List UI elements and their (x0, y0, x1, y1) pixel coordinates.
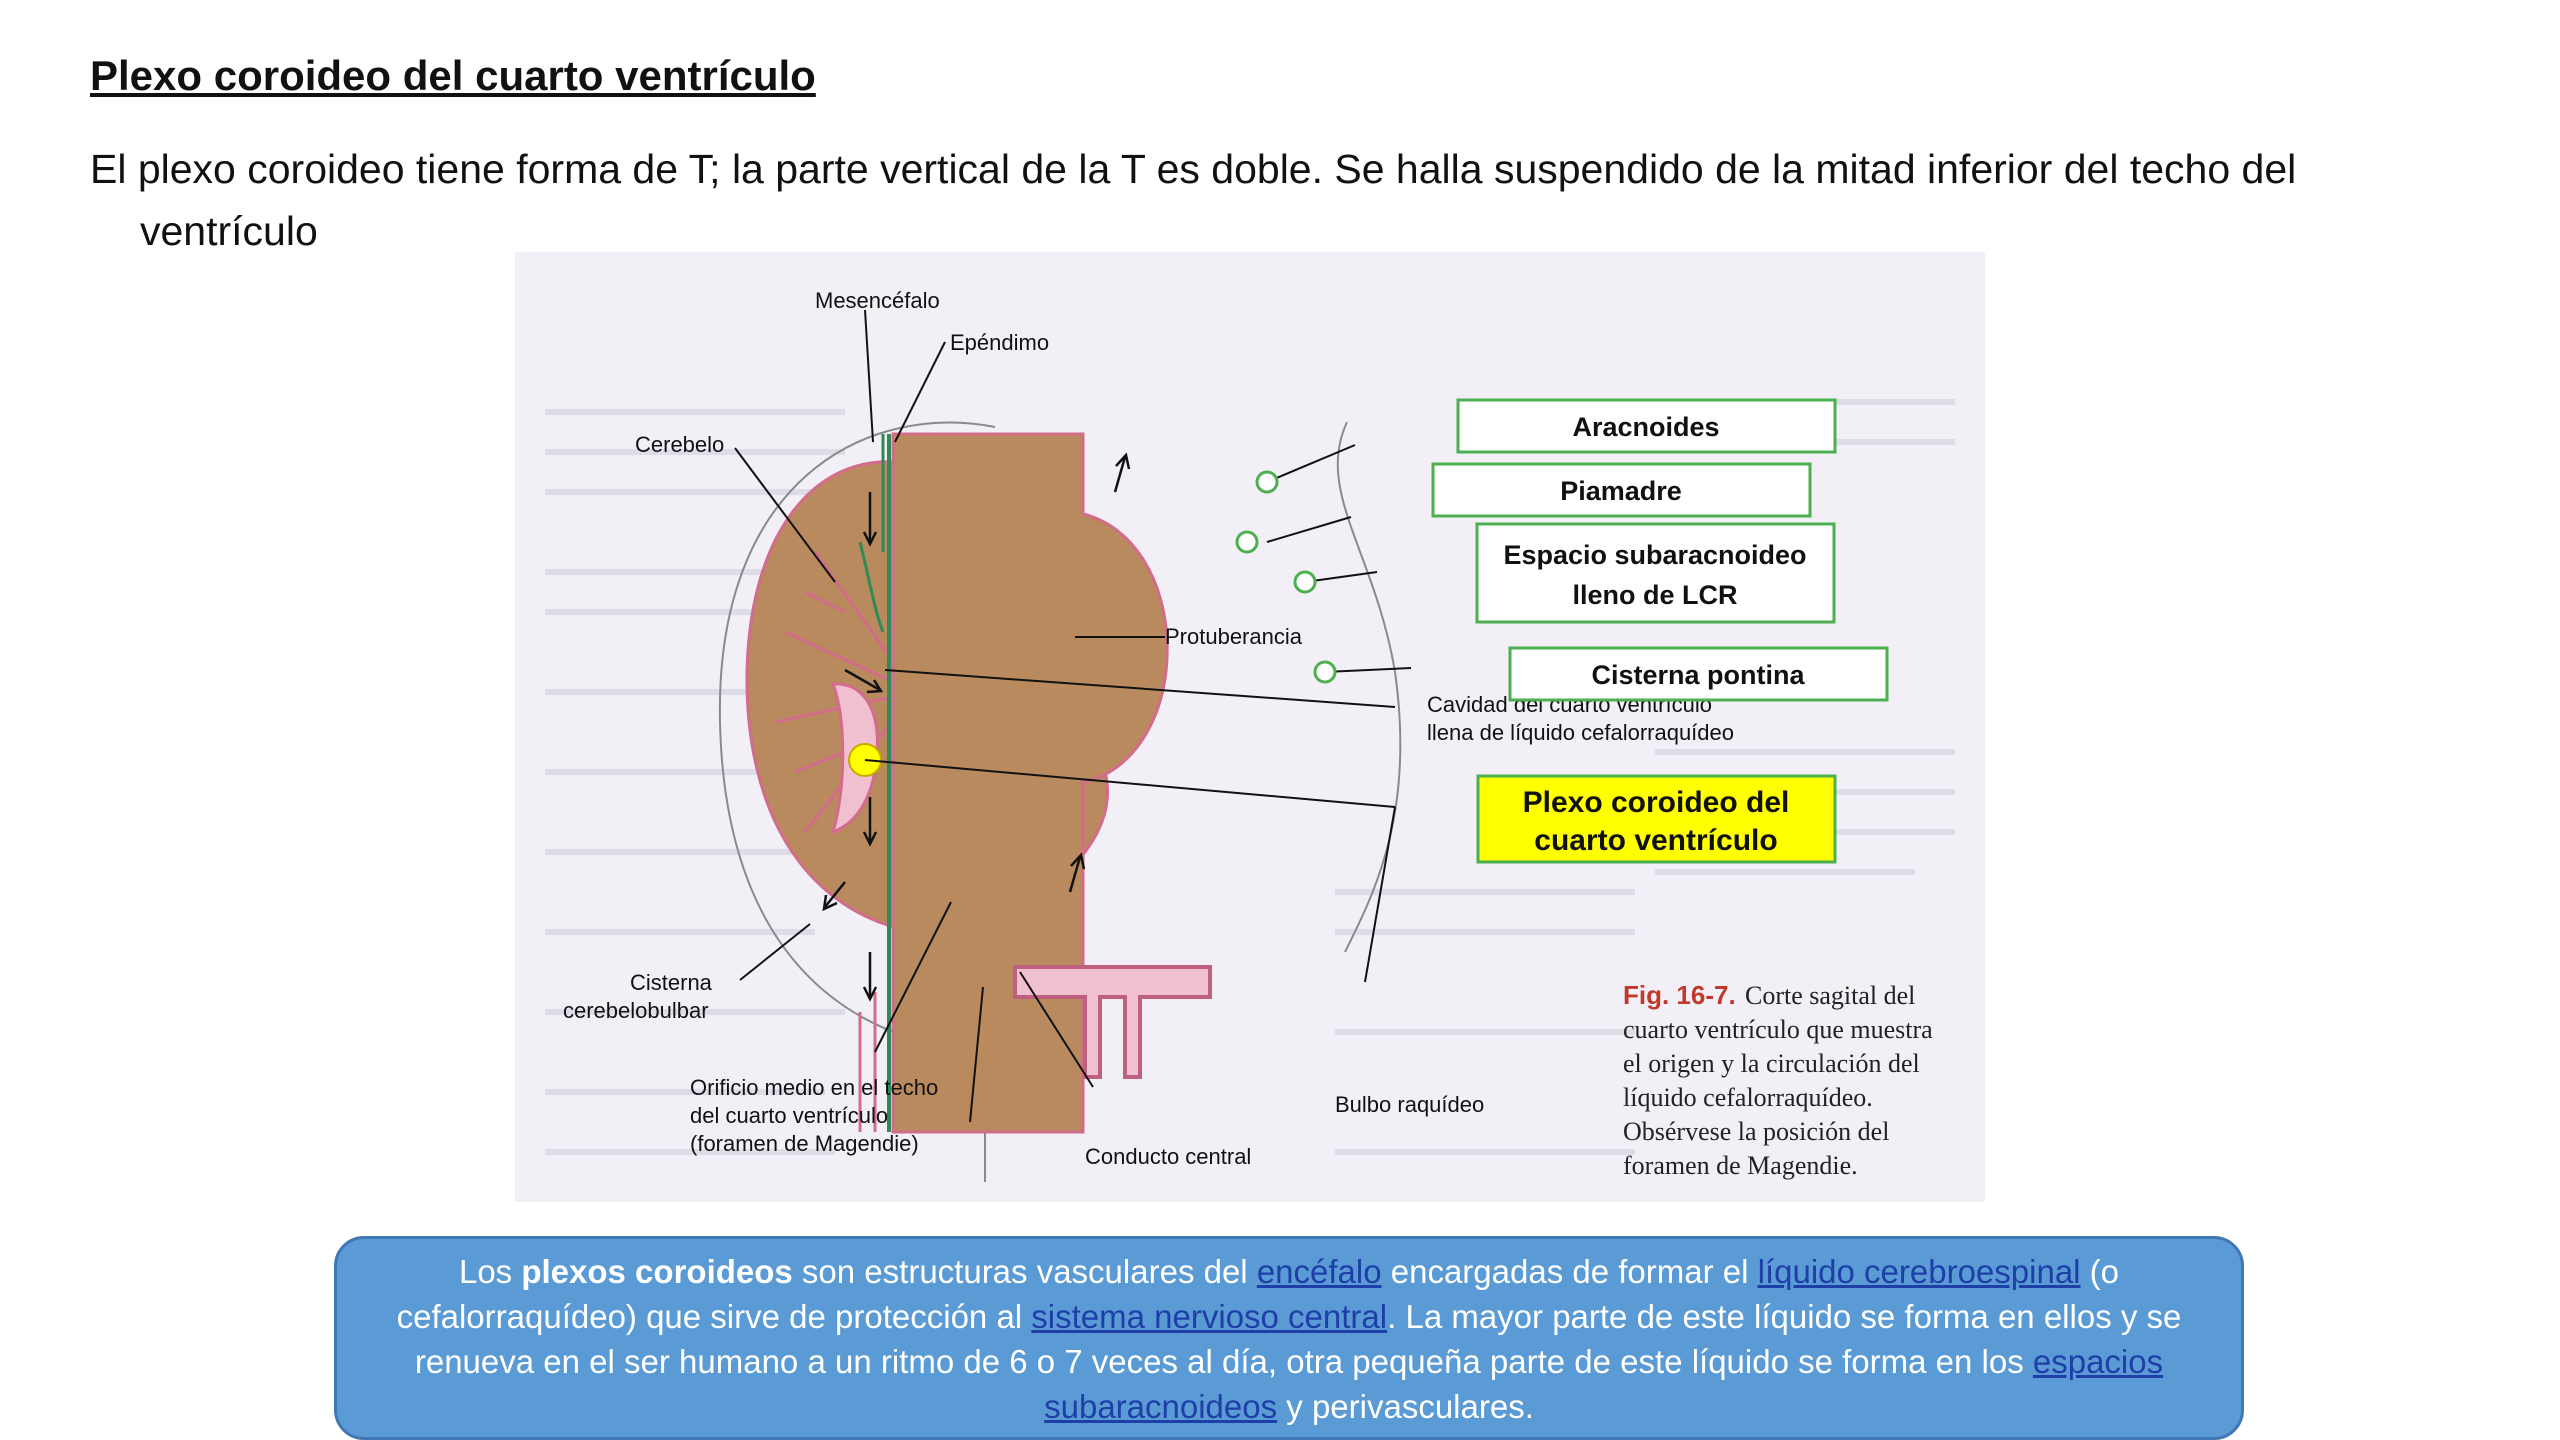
slide-intro: El plexo coroideo tiene forma de T; la p… (90, 146, 2297, 254)
link-sistema-nervioso-central[interactable]: sistema nervioso central (1031, 1298, 1388, 1335)
link-encefalo[interactable]: encéfalo (1256, 1253, 1382, 1290)
box-cisterna-text: Cisterna pontina (1591, 660, 1805, 690)
box-espacio-subaracnoideo: Espacio subaracnoideo lleno de LCR (1475, 522, 1836, 624)
caption-line-3: el origen y la circulación del (1623, 1049, 1920, 1078)
callout-text-5: . La mayor parte de este líquido se form… (414, 1298, 2182, 1380)
box-plexo-text-2: cuarto ventrículo (1534, 824, 1777, 857)
label-bulbo: Bulbo raquídeo (1335, 1092, 1484, 1117)
caption-line-1: Corte sagital del (1745, 981, 1915, 1010)
link-liquido-cerebroespinal[interactable]: líquido cerebroespinal (1757, 1253, 2081, 1290)
label-cavidad-2: llena de líquido cefalorraquídeo (1427, 720, 1734, 745)
caption-fig-number: Fig. 16-7. (1623, 980, 1736, 1010)
box-plexo-text-1: Plexo coroideo del (1523, 786, 1790, 819)
caption-line-6: foramen de Magendie. (1623, 1151, 1858, 1180)
label-orificio-2: del cuarto ventrículo (690, 1103, 888, 1128)
caption-line-4: líquido cefalorraquídeo. (1623, 1083, 1873, 1112)
t-shaped-plexus (1013, 965, 1212, 1079)
label-orificio-3: (foramen de Magendie) (690, 1131, 919, 1156)
callout-text-4: (o cefalorraquídeo) que sirve de protecc… (396, 1253, 2120, 1335)
label-orificio-1: Orificio medio en el techo (690, 1075, 938, 1100)
label-ependimo: Epéndimo (950, 330, 1049, 355)
box-piamadre: Piamadre (1431, 462, 1812, 518)
box-connectors (1266, 444, 1412, 673)
figure-caption: Fig. 16-7. Corte sagital del cuarto vent… (1623, 980, 1933, 1180)
box-aracnoides: Aracnoides (1456, 398, 1837, 454)
label-protuberancia: Protuberancia (1165, 624, 1303, 649)
leader-lines (734, 309, 1396, 1123)
callout-text-2: son estructuras vasculares del (792, 1253, 1257, 1290)
callout-bold-term: plexos coroideos (521, 1253, 793, 1290)
membrane-markers (1235, 470, 1337, 684)
label-cerebelo: Cerebelo (635, 432, 724, 457)
link-espacios-subaracnoideos[interactable]: espacios subaracnoideos (1044, 1343, 2164, 1425)
caption-line-2: cuarto ventrículo que muestra (1623, 1015, 1933, 1044)
sagittal-diagram: Mesencéfalo Epéndimo Cerebelo Protuberan… (515, 252, 1985, 1202)
box-espacio-text-2: lleno de LCR (1572, 580, 1737, 610)
box-aracnoides-text: Aracnoides (1572, 412, 1719, 442)
faded-text-lines (545, 399, 1955, 1155)
box-plexo-coroideo: Plexo coroideo del cuarto ventrículo (1476, 774, 1837, 864)
box-cisterna-pontina: Cisterna pontina (1508, 646, 1889, 702)
label-conducto: Conducto central (1085, 1144, 1251, 1169)
arachnoid-outline (718, 421, 1402, 1182)
slide-title: Plexo coroideo del cuarto ventrículo (90, 52, 816, 99)
callout-text-1: Los (458, 1253, 522, 1290)
callout-text-6: y perivasculares. (1277, 1388, 1534, 1425)
label-mesencefalo: Mesencéfalo (815, 288, 940, 313)
box-espacio-text-1: Espacio subaracnoideo (1503, 540, 1806, 570)
caption-line-5: Obsérvese la posición del (1623, 1117, 1889, 1146)
label-cisterna-cb-1: Cisterna (630, 970, 713, 995)
info-callout: Los plexos coroideos son estructuras vas… (334, 1236, 2244, 1440)
callout-text-3: encargadas de formar el (1381, 1253, 1758, 1290)
label-cisterna-cb-2: cerebelobulbar (563, 998, 709, 1023)
csf-flow-arrows (822, 452, 1131, 1002)
box-piamadre-text: Piamadre (1560, 476, 1682, 506)
